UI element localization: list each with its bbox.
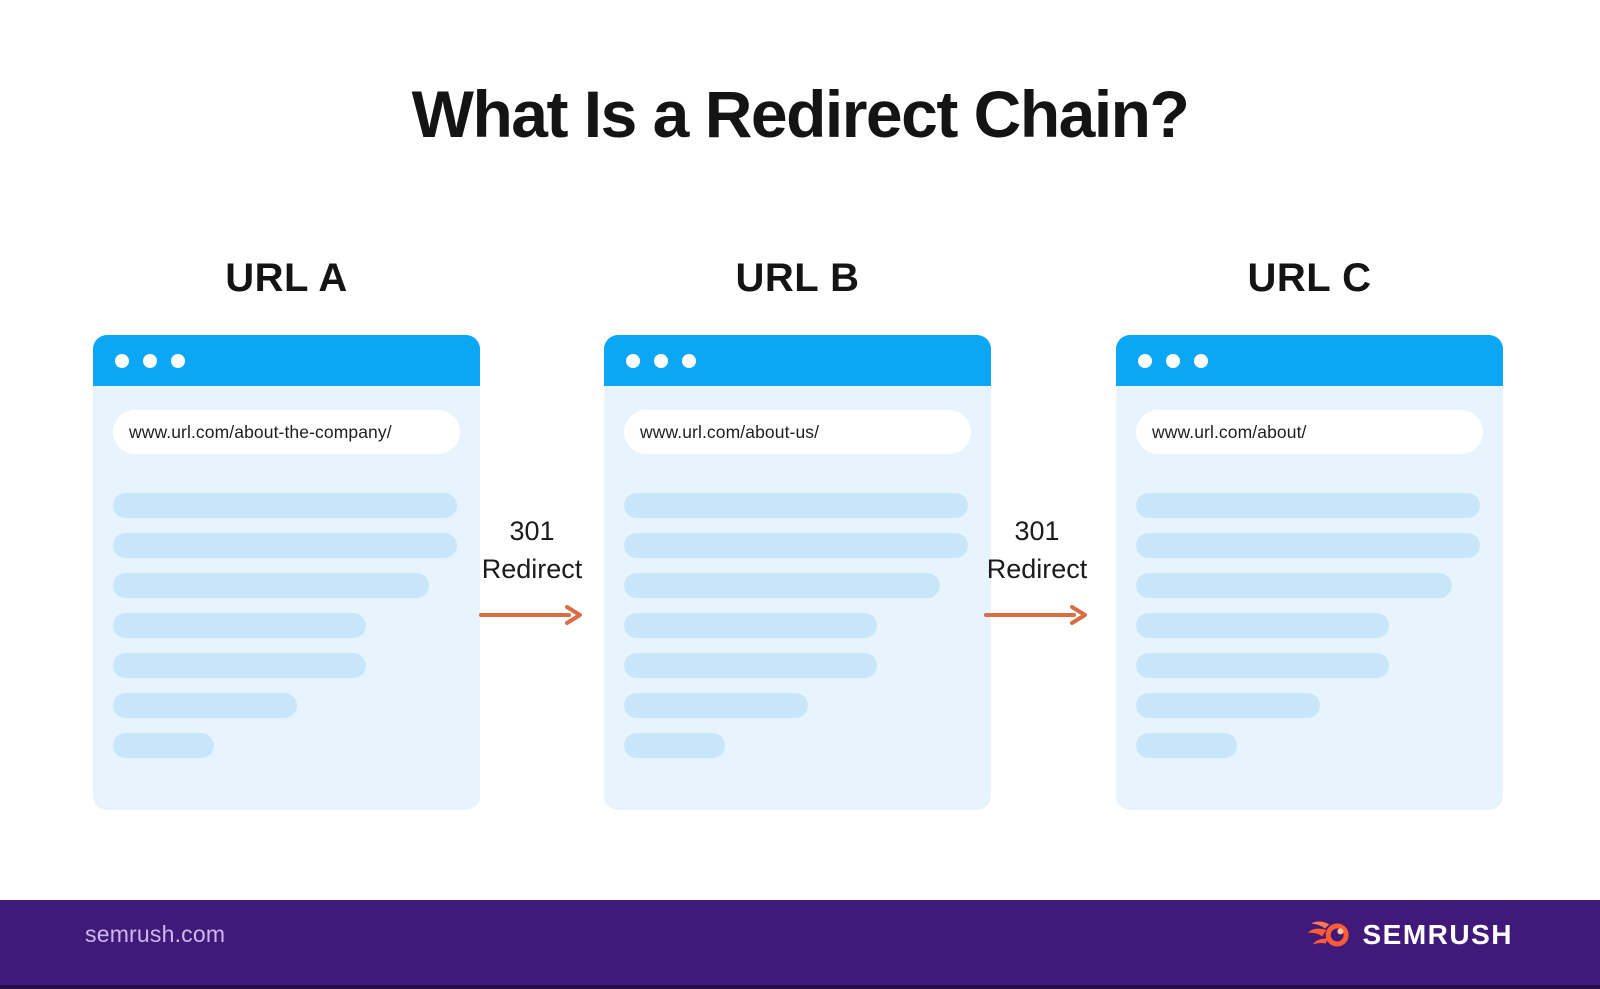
skeleton-line — [113, 573, 429, 598]
address-bar[interactable]: www.url.com/about-us/ — [624, 410, 971, 454]
window-dot-icon — [654, 353, 668, 368]
redirect-code: 301 — [509, 516, 555, 546]
browser-window-b: www.url.com/about-us/ — [604, 335, 991, 810]
semrush-flame-icon — [1308, 921, 1350, 946]
skeleton-line — [1136, 573, 1452, 598]
browser-titlebar — [93, 335, 480, 386]
browser-a-label: URL A — [225, 256, 348, 300]
skeleton-line — [1136, 693, 1320, 718]
window-dot-icon — [171, 353, 185, 368]
address-bar[interactable]: www.url.com/about/ — [1136, 410, 1483, 454]
address-bar[interactable]: www.url.com/about-the-company/ — [113, 410, 460, 454]
window-dot-icon — [143, 353, 157, 368]
skeleton-line — [624, 733, 725, 758]
browser-window-c: www.url.com/about/ — [1116, 335, 1503, 810]
skeleton-line — [1136, 533, 1480, 558]
skeleton-line — [113, 653, 367, 678]
skeleton-line — [1136, 653, 1390, 678]
window-dot-icon — [1194, 353, 1208, 368]
window-dot-icon — [1166, 353, 1180, 368]
skeleton-line — [624, 693, 808, 718]
semrush-wordmark: SEMRUSH — [1362, 918, 1513, 950]
redirect-connector-1: 301 Redirect — [447, 512, 617, 635]
browser-content: www.url.com/about-the-company/ — [93, 386, 480, 810]
redirect-arrow-icon — [952, 597, 1122, 635]
redirect-label: Redirect — [986, 554, 1088, 584]
footer-bar: semrush.com SEMRUSH — [0, 900, 1600, 989]
redirect-connector-2: 301 Redirect — [952, 512, 1122, 635]
skeleton-line — [624, 613, 878, 638]
redirect-arrow-icon — [447, 597, 617, 635]
skeleton-line — [113, 533, 457, 558]
skeleton-line — [1136, 733, 1237, 758]
skeleton-text-block — [624, 493, 971, 758]
browser-window-a: www.url.com/about-the-company/ — [93, 335, 480, 810]
skeleton-text-block — [1136, 493, 1483, 758]
redirect-label: Redirect — [481, 554, 583, 584]
skeleton-line — [113, 693, 297, 718]
page-title: What Is a Redirect Chain? — [411, 77, 1190, 151]
skeleton-line — [624, 493, 968, 518]
redirect-code: 301 — [1014, 516, 1060, 546]
browser-b-label: URL B — [735, 256, 860, 300]
skeleton-line — [113, 493, 457, 518]
footer-bottom-edge — [0, 985, 1600, 989]
skeleton-line — [1136, 493, 1480, 518]
footer-site-url: semrush.com — [85, 921, 226, 947]
skeleton-text-block — [113, 493, 460, 758]
browser-c-label: URL C — [1247, 256, 1372, 300]
browser-content: www.url.com/about-us/ — [604, 386, 991, 810]
skeleton-line — [1136, 613, 1390, 638]
skeleton-line — [113, 733, 214, 758]
skeleton-line — [113, 613, 367, 638]
window-dot-icon — [682, 353, 696, 368]
semrush-logo: SEMRUSH — [1307, 917, 1513, 953]
skeleton-line — [624, 573, 940, 598]
browser-titlebar — [1116, 335, 1503, 386]
skeleton-line — [624, 653, 878, 678]
browser-titlebar — [604, 335, 991, 386]
window-dot-icon — [115, 353, 129, 368]
window-dot-icon — [1138, 353, 1152, 368]
skeleton-line — [624, 533, 968, 558]
browser-content: www.url.com/about/ — [1116, 386, 1503, 810]
window-dot-icon — [626, 353, 640, 368]
